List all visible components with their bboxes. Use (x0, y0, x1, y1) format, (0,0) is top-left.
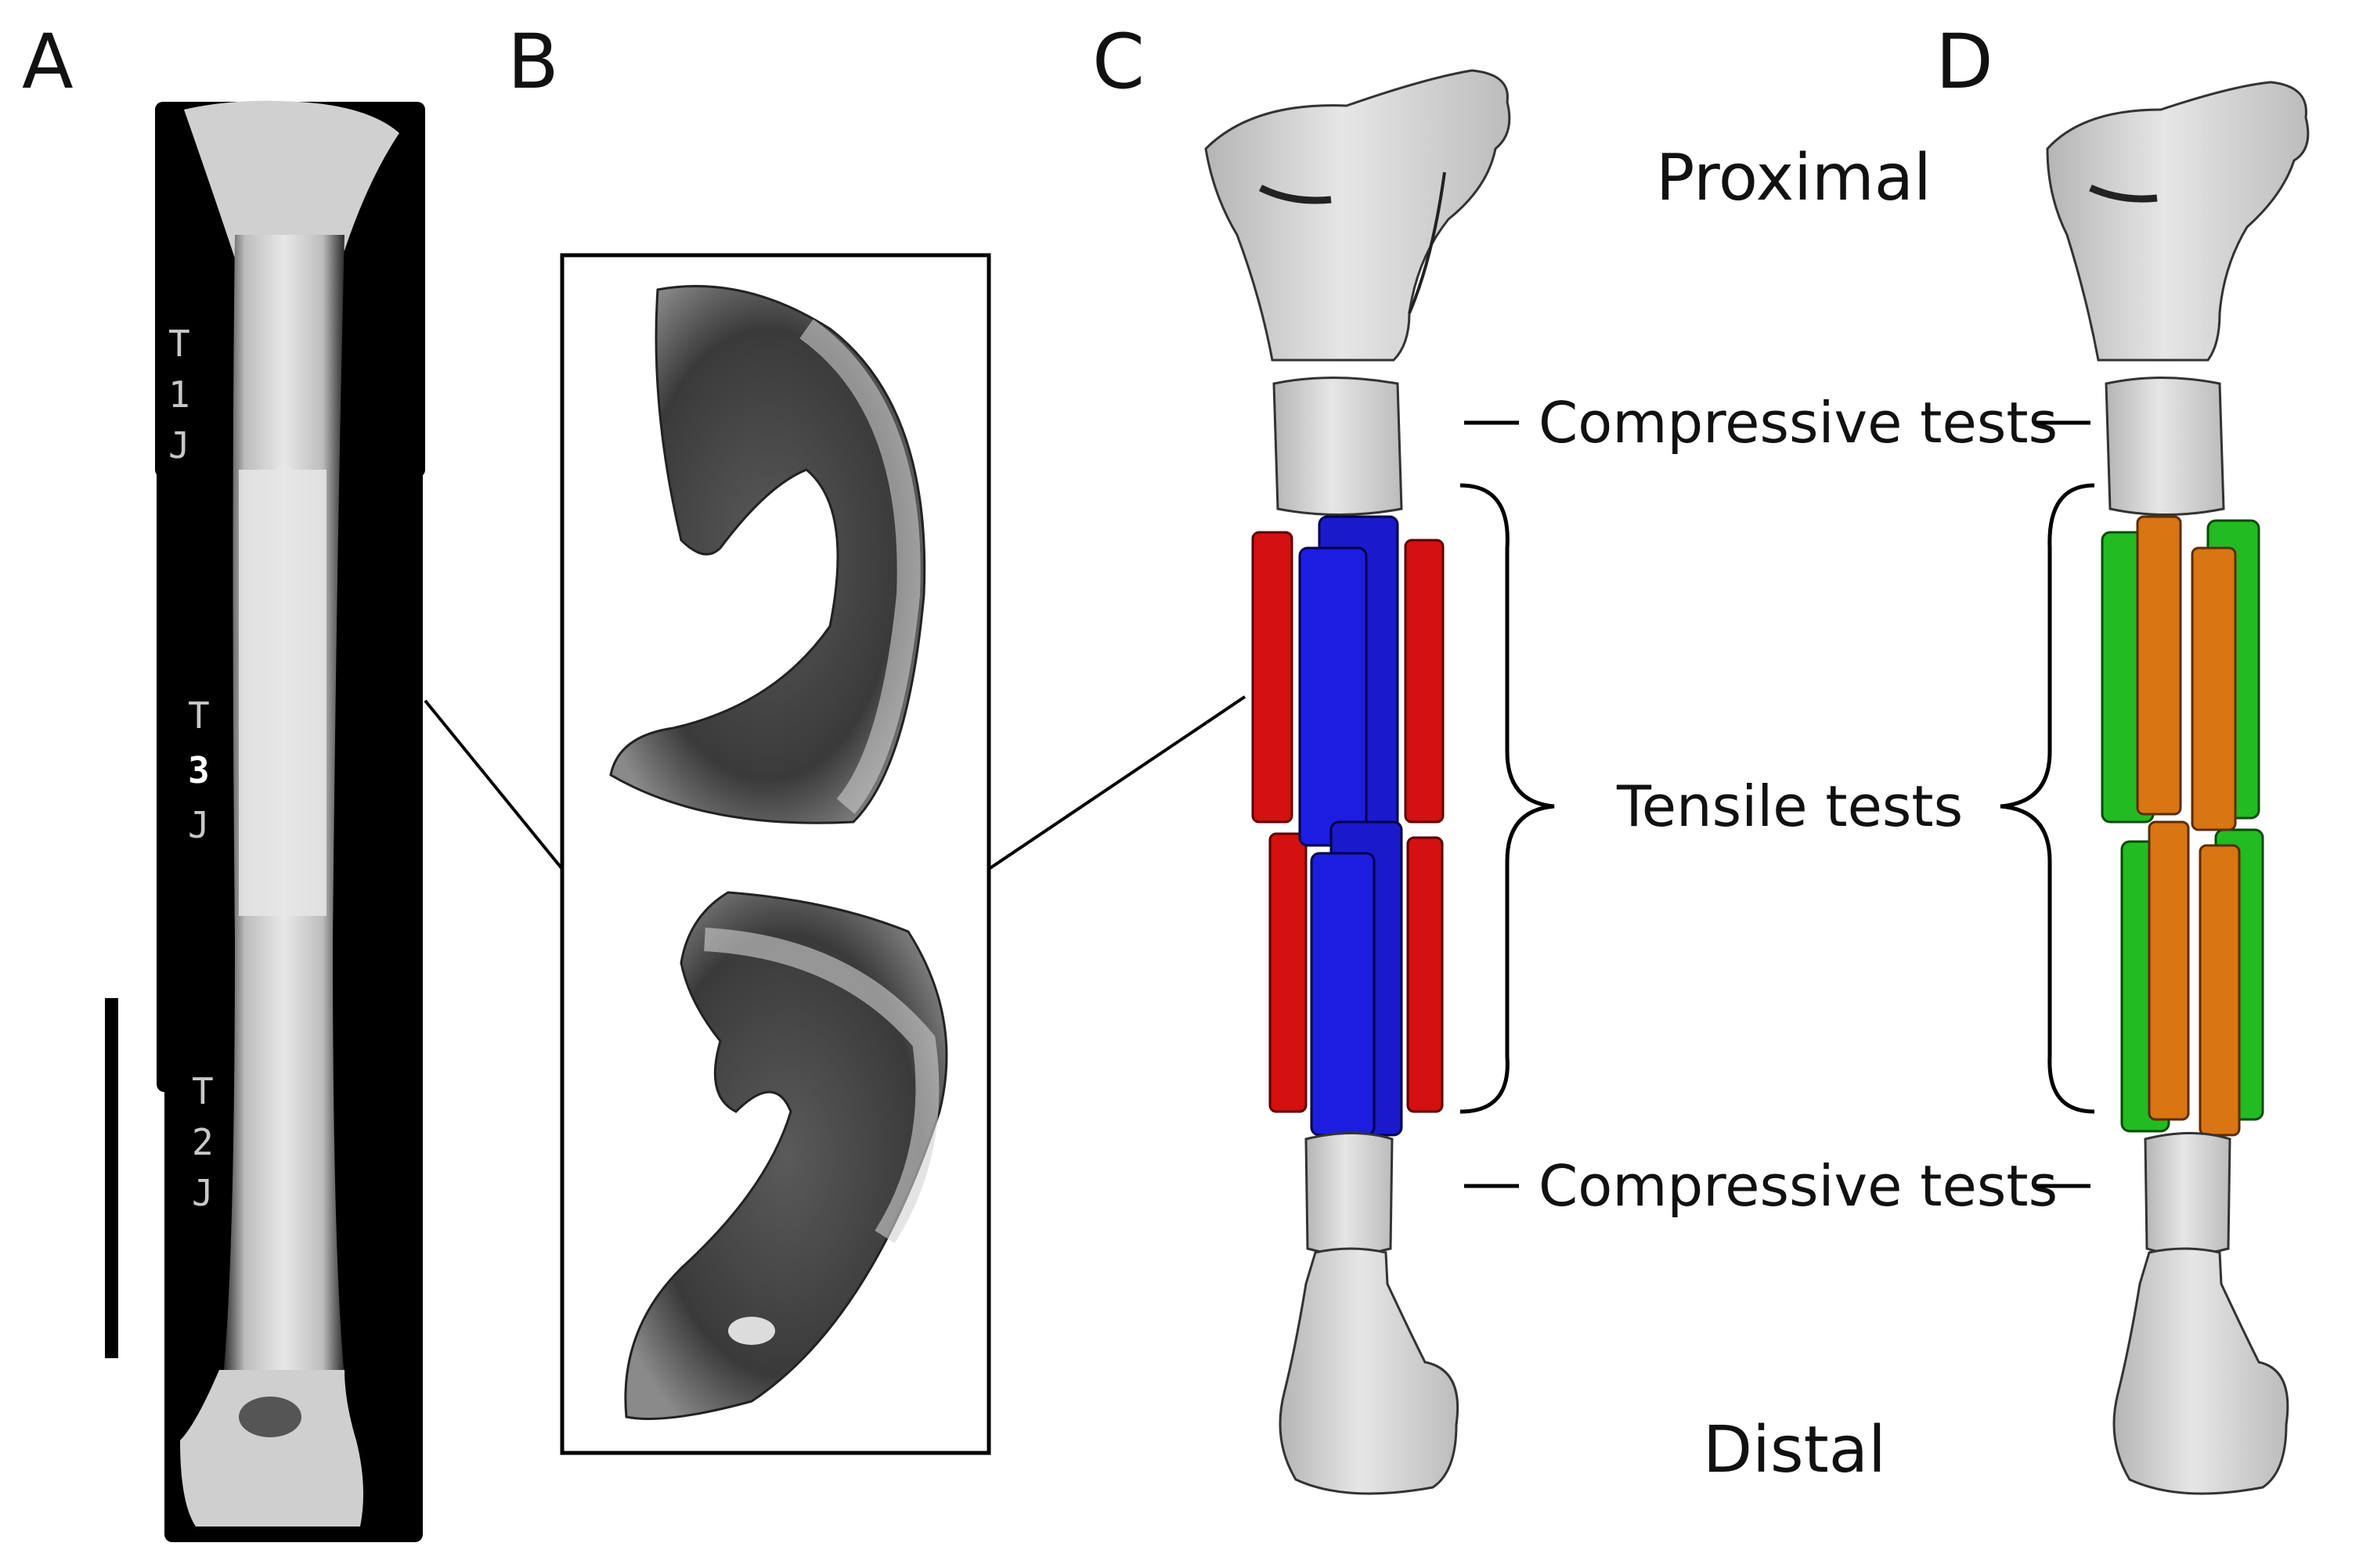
svg-text:J: J (188, 804, 210, 846)
tensile-specimen-red (1406, 836, 1444, 1113)
connector-line-b-c (987, 695, 1246, 871)
tensile-specimen-blue (1298, 546, 1368, 847)
annotation-compressive-top: Compressive tests (1539, 390, 2058, 456)
tensile-specimen-orange (2199, 844, 2241, 1137)
tensile-specimen-orange (2191, 546, 2237, 831)
tensile-specimen-blue (1310, 852, 1376, 1137)
svg-text:T: T (192, 1070, 214, 1112)
annotation-proximal: Proximal (1656, 141, 1932, 215)
xray-radiograph (155, 100, 425, 1542)
ct-cross-section-bottom (624, 891, 948, 1420)
panel-label-c: C (1092, 18, 1145, 106)
svg-text:J: J (192, 1172, 214, 1214)
annotation-tensile: Tensile tests (1616, 773, 1963, 839)
brace-right-of-c (1459, 483, 1555, 1114)
annotation-distal: Distal (1703, 1413, 1886, 1487)
annotation-compressive-bottom: Compressive tests (1539, 1153, 2058, 1219)
xray-label-segment-1: T 1 J (168, 323, 190, 467)
tensile-specimen-red (1404, 539, 1445, 824)
scale-bar (105, 998, 118, 1358)
xray-label-segment-3: T 3 J (188, 694, 210, 846)
tensile-specimen-orange (2136, 515, 2182, 816)
panel-label-a: A (22, 18, 74, 106)
svg-text:T: T (168, 323, 190, 365)
svg-text:2: 2 (192, 1121, 214, 1163)
svg-text:1: 1 (168, 373, 190, 416)
connector-line-a-b (424, 699, 564, 871)
tensile-specimen-red (1251, 531, 1293, 824)
bone-model-d (2046, 81, 2310, 1495)
tensile-specimen-orange (2148, 820, 2190, 1121)
panel-label-d: D (1935, 18, 1993, 106)
ct-cross-section-top (609, 285, 926, 824)
svg-text:T: T (188, 694, 210, 737)
tensile-specimen-red (1268, 832, 1308, 1113)
xray-label-segment-2: T 2 J (192, 1070, 214, 1214)
panel-label-b: B (507, 18, 559, 106)
svg-text:3: 3 (188, 749, 210, 791)
brace-left-of-d (2000, 483, 2095, 1114)
bone-model-c (1204, 69, 1511, 1495)
svg-text:J: J (168, 424, 190, 467)
